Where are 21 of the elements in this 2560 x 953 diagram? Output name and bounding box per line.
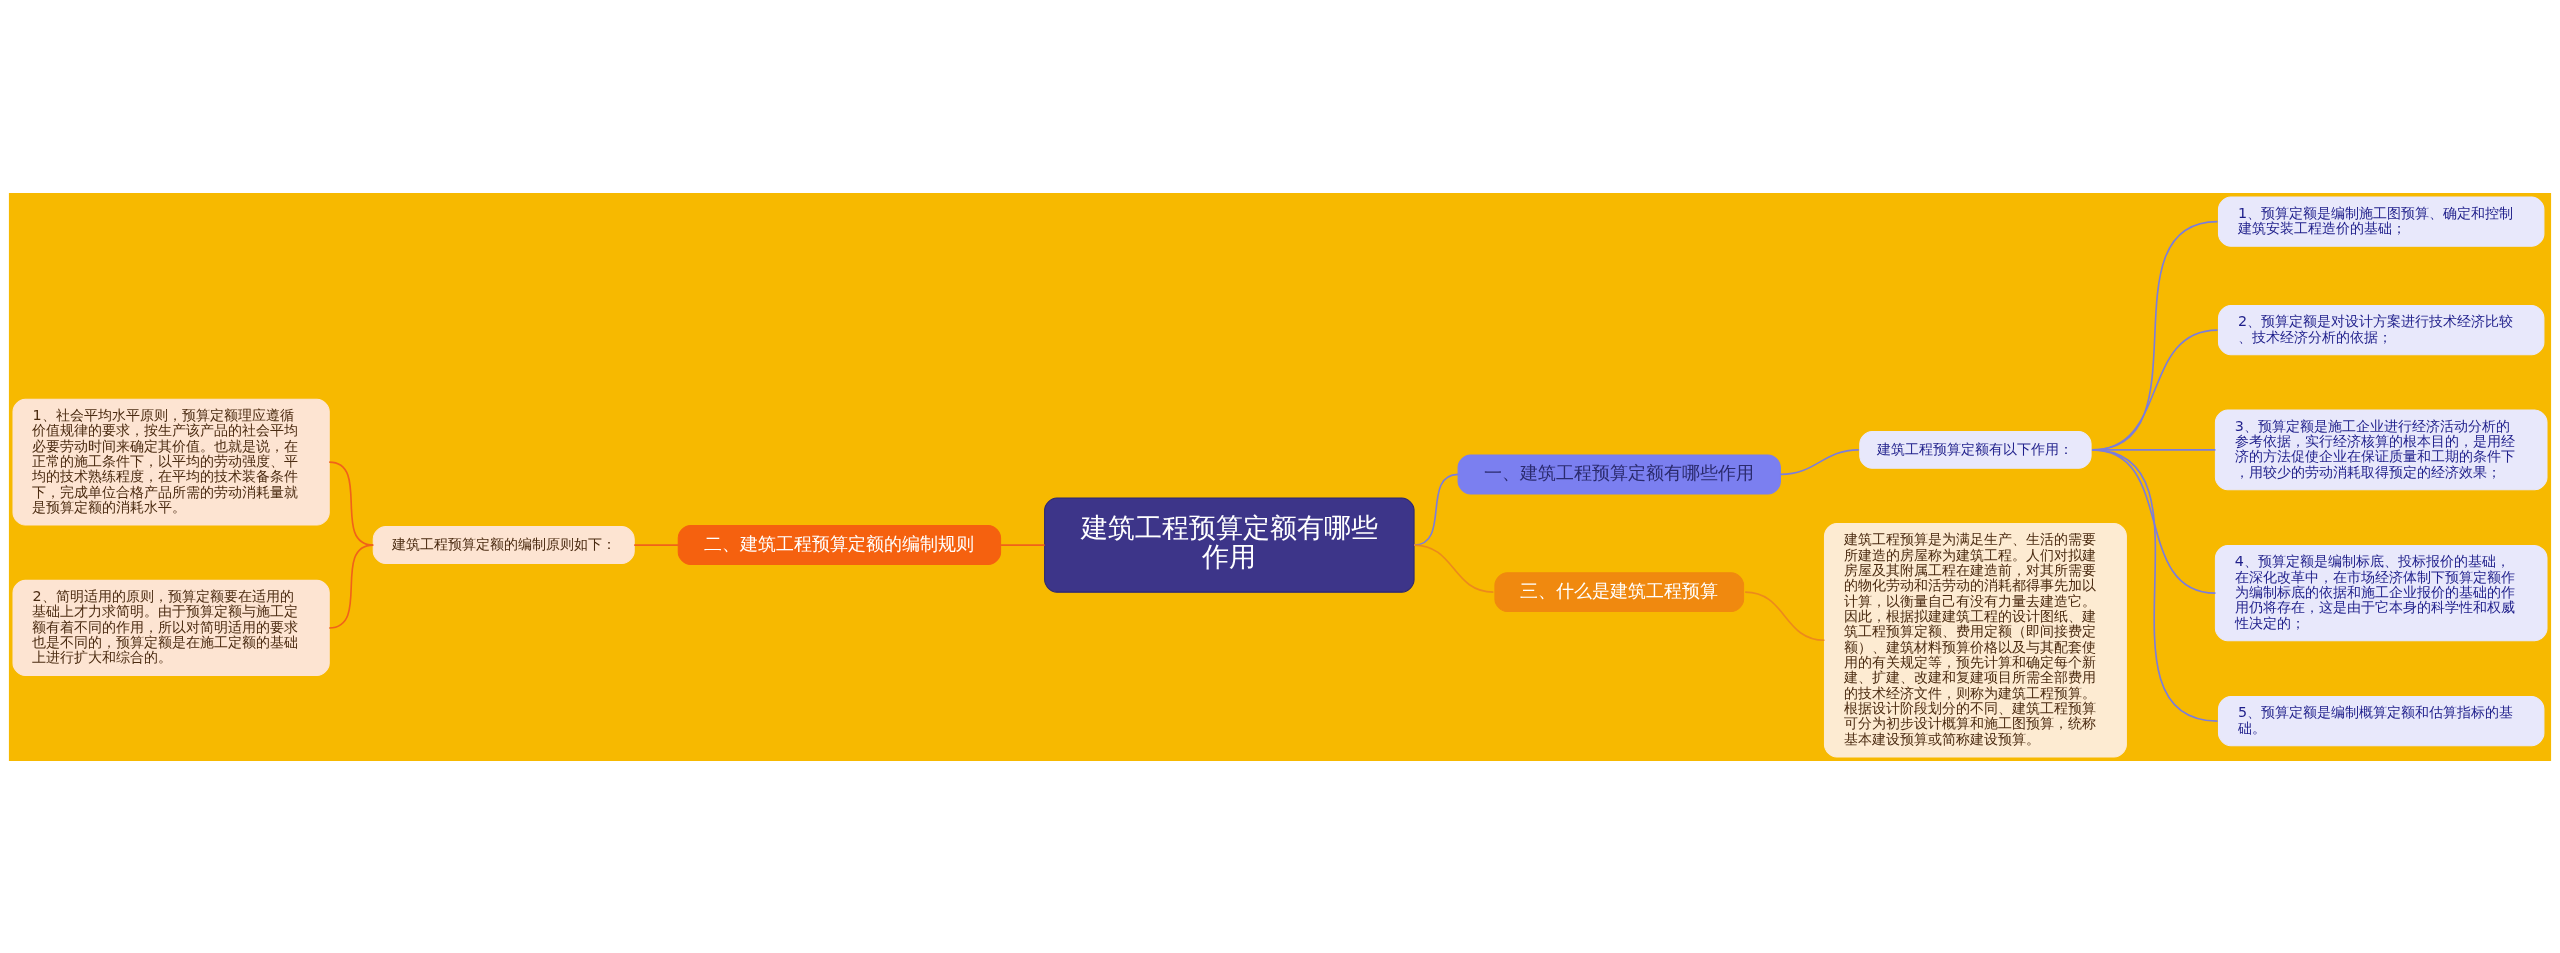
node-box: 2、简明适用的原则，预算定额要在适用的基础上才力求简明。由于预算定额与施工定额有着不同的作用，所以对简明适用的要求也是不同的，预算定额是在施工定额的基础上进行扩大和综合的。 bbox=[12, 579, 330, 676]
connector bbox=[633, 543, 680, 546]
node-box: 1、预算定额是编制施工图预算、确定和控制建筑安装工程造价的基础； bbox=[2217, 196, 2545, 247]
connector bbox=[328, 543, 375, 629]
connector bbox=[999, 543, 1046, 546]
node-box: 三、什么是建筑工程预算 bbox=[1494, 571, 1745, 612]
node-box: 建筑工程预算是为满足生产、生活的需要所建造的房屋称为建筑工程。人们对拟建房屋及其附属工程在建造前，对其所需要的物化劳动和活劳动的消耗都得事先加以计算，以衡量自己有没有力量去建造它。因此，根据拟建建筑工程的设计图纸、建筑工程预算定额、费用定额（即间接费定额）、建筑材料预算价格以及与其配套使用的有关规定等，预先计算和确定每个新建、扩建、改建和复建项目所需全部费用的技术经济文件，则称为建筑工程预算。根据设计阶段划分的不同、建筑工程预算可分为初步设计概算和施工图预算，统称基本建设预算或简称建设预算。 bbox=[1823, 522, 2127, 757]
node-box: 二、建筑工程预算定额的编制规则 bbox=[677, 524, 1002, 565]
node-box: 4、预算定额是编制标底、投标报价的基础，在深化改革中，在市场经济体制下预算定额作为编制标底的依据和施工企业报价的基础的作用仍将存在，这是由于它本身的科学性和权威性决定的； bbox=[2214, 544, 2548, 641]
connector bbox=[2091, 448, 2219, 722]
node-box: 5、预算定额是编制概算定额和估算指标的基础。 bbox=[2217, 695, 2545, 746]
connector bbox=[1413, 543, 1495, 593]
node-box: 一、建筑工程预算定额有哪些作用 bbox=[1457, 454, 1781, 494]
connector bbox=[1779, 448, 1860, 475]
node-box: 2、预算定额是对设计方案进行技术经济比较、技术经济分析的依据； bbox=[2217, 304, 2545, 355]
node-box: 建筑工程预算定额的编制原则如下： bbox=[372, 525, 635, 564]
node-box: 1、社会平均水平原则，预算定额理应遵循价值规律的要求，按生产该产品的社会平均必要劳动时间来确定其价值。也就是说，在正常的施工条件下，以平均的劳动强度、平均的技术熟练程度，在平均的技术装备条件下，完成单位合格产品所需的劳动消耗量就是预算定额的消耗水平。 bbox=[12, 398, 330, 526]
connector bbox=[1744, 590, 1826, 641]
node-box: 建筑工程预算定额有以下作用： bbox=[1859, 430, 2092, 469]
node-box: 3、预算定额是施工企业进行经济活动分析的参考依据，实行经济核算的根本目的，是用经济的方法促使企业在保证质量和工期的条件下，用较少的劳动消耗取得预定的经济效果； bbox=[2214, 408, 2548, 490]
node-box: 建筑工程预算定额有哪些作用 bbox=[1044, 496, 1415, 593]
